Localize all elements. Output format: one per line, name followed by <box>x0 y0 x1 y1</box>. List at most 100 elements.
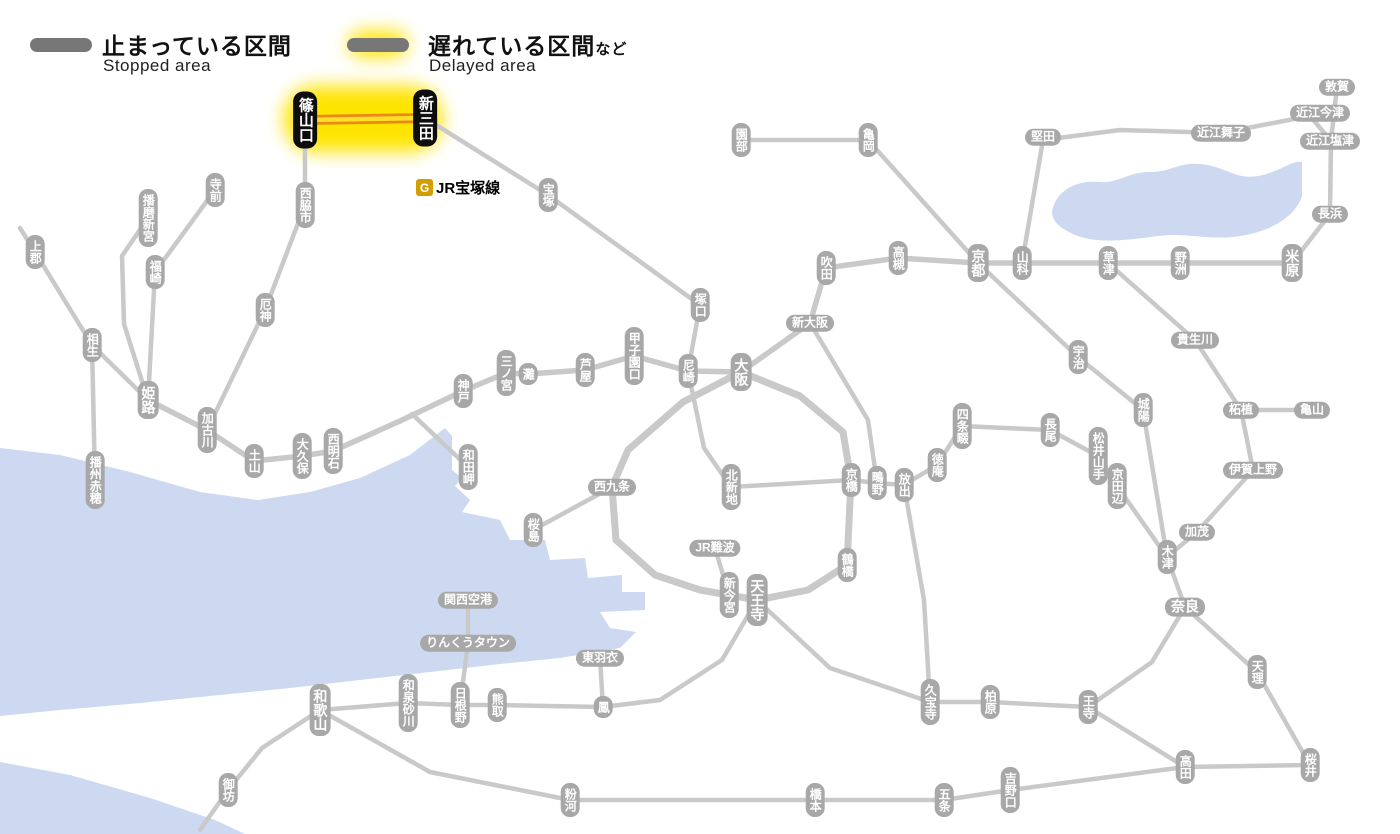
edge-wadamisaki-branch <box>409 411 471 470</box>
edge-tozai <box>685 368 854 490</box>
station-kamigori[interactable]: 上郡 <box>25 235 45 269</box>
station-tsuge[interactable]: 柘植 <box>1222 401 1260 419</box>
station-nagao[interactable]: 長尾 <box>1040 413 1060 447</box>
station-kameoka[interactable]: 亀岡 <box>858 123 878 157</box>
station-kumatori[interactable]: 熊取 <box>487 688 507 722</box>
station-takatsuki[interactable]: 高槻 <box>888 241 908 275</box>
station-kyotanabe[interactable]: 京田辺 <box>1107 463 1127 509</box>
legend-stopped-label-ja: 止まっている区間 <box>102 33 292 59</box>
station-shigino[interactable]: 鴫野 <box>867 466 887 500</box>
station-tennoji[interactable]: 天王寺 <box>746 574 768 626</box>
station-nishiwakishi[interactable]: 西脇市 <box>295 182 315 228</box>
station-yamashina[interactable]: 山科 <box>1012 246 1032 280</box>
station-sasayamaguchi[interactable]: 篠山口 <box>293 91 317 149</box>
station-otori[interactable]: 鳳 <box>593 696 613 718</box>
station-harima-shingu[interactable]: 播磨新宮 <box>138 189 158 247</box>
station-nagahama[interactable]: 長浜 <box>1311 205 1349 223</box>
station-takada[interactable]: 高田 <box>1175 750 1195 784</box>
station-katata[interactable]: 堅田 <box>1024 128 1062 146</box>
station-omi-maiko[interactable]: 近江舞子 <box>1190 124 1252 142</box>
station-yoshinoguchi[interactable]: 吉野口 <box>1000 767 1020 813</box>
station-tsukaguchi[interactable]: 塚口 <box>690 288 710 322</box>
station-matsui-yamate[interactable]: 松井山手 <box>1088 427 1108 485</box>
lake-biwa <box>1052 161 1302 241</box>
station-takarazuka[interactable]: 宝塚 <box>538 178 558 212</box>
station-kakogawa[interactable]: 加古川 <box>197 407 217 453</box>
edge-osakahigashi-north <box>807 320 880 486</box>
station-kusatsu[interactable]: 草津 <box>1098 246 1118 280</box>
station-himeji[interactable]: 姫路 <box>137 381 159 419</box>
legend-delayed-bar <box>347 38 409 52</box>
station-sakurajima[interactable]: 桜島 <box>523 513 543 547</box>
station-nada[interactable]: 灘 <box>518 363 538 385</box>
edge-nara-line <box>975 260 1170 560</box>
station-shin-sanda[interactable]: 新三田 <box>413 89 437 147</box>
legend-delayed-label-suffix: など <box>595 41 628 58</box>
station-kokawa[interactable]: 粉河 <box>560 783 580 817</box>
station-fukusaki[interactable]: 福崎 <box>145 255 165 289</box>
station-nara[interactable]: 奈良 <box>1165 597 1205 617</box>
station-kitashinchi[interactable]: 北新地 <box>721 464 741 510</box>
station-gobo[interactable]: 御坊 <box>218 773 238 807</box>
station-omi-imazu[interactable]: 近江今津 <box>1289 104 1351 122</box>
station-sonobe[interactable]: 園部 <box>731 123 751 157</box>
station-yasu[interactable]: 野洲 <box>1170 246 1190 280</box>
station-kyobashi[interactable]: 京橋 <box>841 463 861 497</box>
station-kashiwara[interactable]: 柏原 <box>980 685 1000 719</box>
station-sakurai[interactable]: 桜井 <box>1300 748 1320 782</box>
station-kyoto[interactable]: 京都 <box>967 244 989 282</box>
station-teramae[interactable]: 寺前 <box>205 173 225 207</box>
station-kamo[interactable]: 加茂 <box>1178 523 1216 541</box>
station-shijonawate[interactable]: 四条畷 <box>952 403 972 449</box>
station-kansai-airport[interactable]: 関西空港 <box>437 591 499 609</box>
station-izumi-sunagawa[interactable]: 和泉砂川 <box>398 674 418 732</box>
edge-sakurai-line <box>1182 604 1313 770</box>
station-suita[interactable]: 吹田 <box>816 251 836 285</box>
station-gojo[interactable]: 五条 <box>934 783 954 817</box>
station-wadamisaki[interactable]: 和田岬 <box>458 444 478 490</box>
station-ashiya[interactable]: 芦屋 <box>575 353 595 387</box>
station-hashimoto[interactable]: 橋本 <box>805 783 825 817</box>
station-kibukawa[interactable]: 貴生川 <box>1170 331 1220 349</box>
station-kameyama[interactable]: 亀山 <box>1293 401 1331 419</box>
legend-stopped-label-en: Stopped area <box>103 56 212 75</box>
station-okubo[interactable]: 大久保 <box>292 433 312 479</box>
station-shin-imamiya[interactable]: 新今宮 <box>719 572 739 618</box>
station-amagasaki[interactable]: 尼崎 <box>678 354 698 388</box>
station-hineno[interactable]: 日根野 <box>450 682 470 728</box>
station-tsuchiyama[interactable]: 土山 <box>244 444 264 478</box>
station-kizu[interactable]: 木津 <box>1157 540 1177 574</box>
station-koshienguchi[interactable]: 甲子園口 <box>624 327 644 385</box>
station-osaka[interactable]: 大阪 <box>730 353 752 391</box>
station-hanaten[interactable]: 放出 <box>894 468 914 502</box>
station-jr-namba[interactable]: JR難波 <box>689 539 741 557</box>
station-tsuruhashi[interactable]: 鶴橋 <box>837 548 857 582</box>
line-badge-g-icon: G <box>416 179 433 196</box>
station-maibara[interactable]: 米原 <box>1281 244 1303 282</box>
station-iga-ueno[interactable]: 伊賀上野 <box>1222 461 1284 479</box>
station-joyo[interactable]: 城陽 <box>1133 393 1153 427</box>
station-tenri[interactable]: 天理 <box>1247 655 1267 689</box>
station-tokuan[interactable]: 徳庵 <box>927 448 947 482</box>
edge-oji-takada <box>1085 704 1188 770</box>
line-label-jr-takarazuka[interactable]: G JR宝塚線 <box>412 176 505 199</box>
station-sannomiya[interactable]: 三ノ宮 <box>496 350 516 396</box>
edge-osakahigashi-south <box>901 482 933 705</box>
station-wakayama[interactable]: 和歌山 <box>309 684 331 736</box>
station-kyuhoji[interactable]: 久宝寺 <box>920 679 940 725</box>
station-aioi[interactable]: 相生 <box>82 328 102 362</box>
station-rinku-town[interactable]: りんくうタウン <box>420 634 516 652</box>
station-banshu-ako[interactable]: 播州赤穂 <box>85 451 105 509</box>
station-tsuruga[interactable]: 敦賀 <box>1318 78 1356 96</box>
station-nishikujo[interactable]: 西九条 <box>587 478 637 496</box>
station-yakujin[interactable]: 厄神 <box>255 293 275 327</box>
station-oji[interactable]: 王寺 <box>1078 690 1098 724</box>
station-nishi-akashi[interactable]: 西明石 <box>323 428 343 474</box>
station-shin-osaka[interactable]: 新大阪 <box>785 314 835 332</box>
station-omi-shiotsu[interactable]: 近江塩津 <box>1299 132 1361 150</box>
station-kobe[interactable]: 神戸 <box>453 374 473 408</box>
station-higashi-hagoromo[interactable]: 東羽衣 <box>575 649 625 667</box>
legend-delayed-label-ja: 遅れている区間など <box>428 27 627 61</box>
station-uji[interactable]: 宇治 <box>1068 340 1088 374</box>
